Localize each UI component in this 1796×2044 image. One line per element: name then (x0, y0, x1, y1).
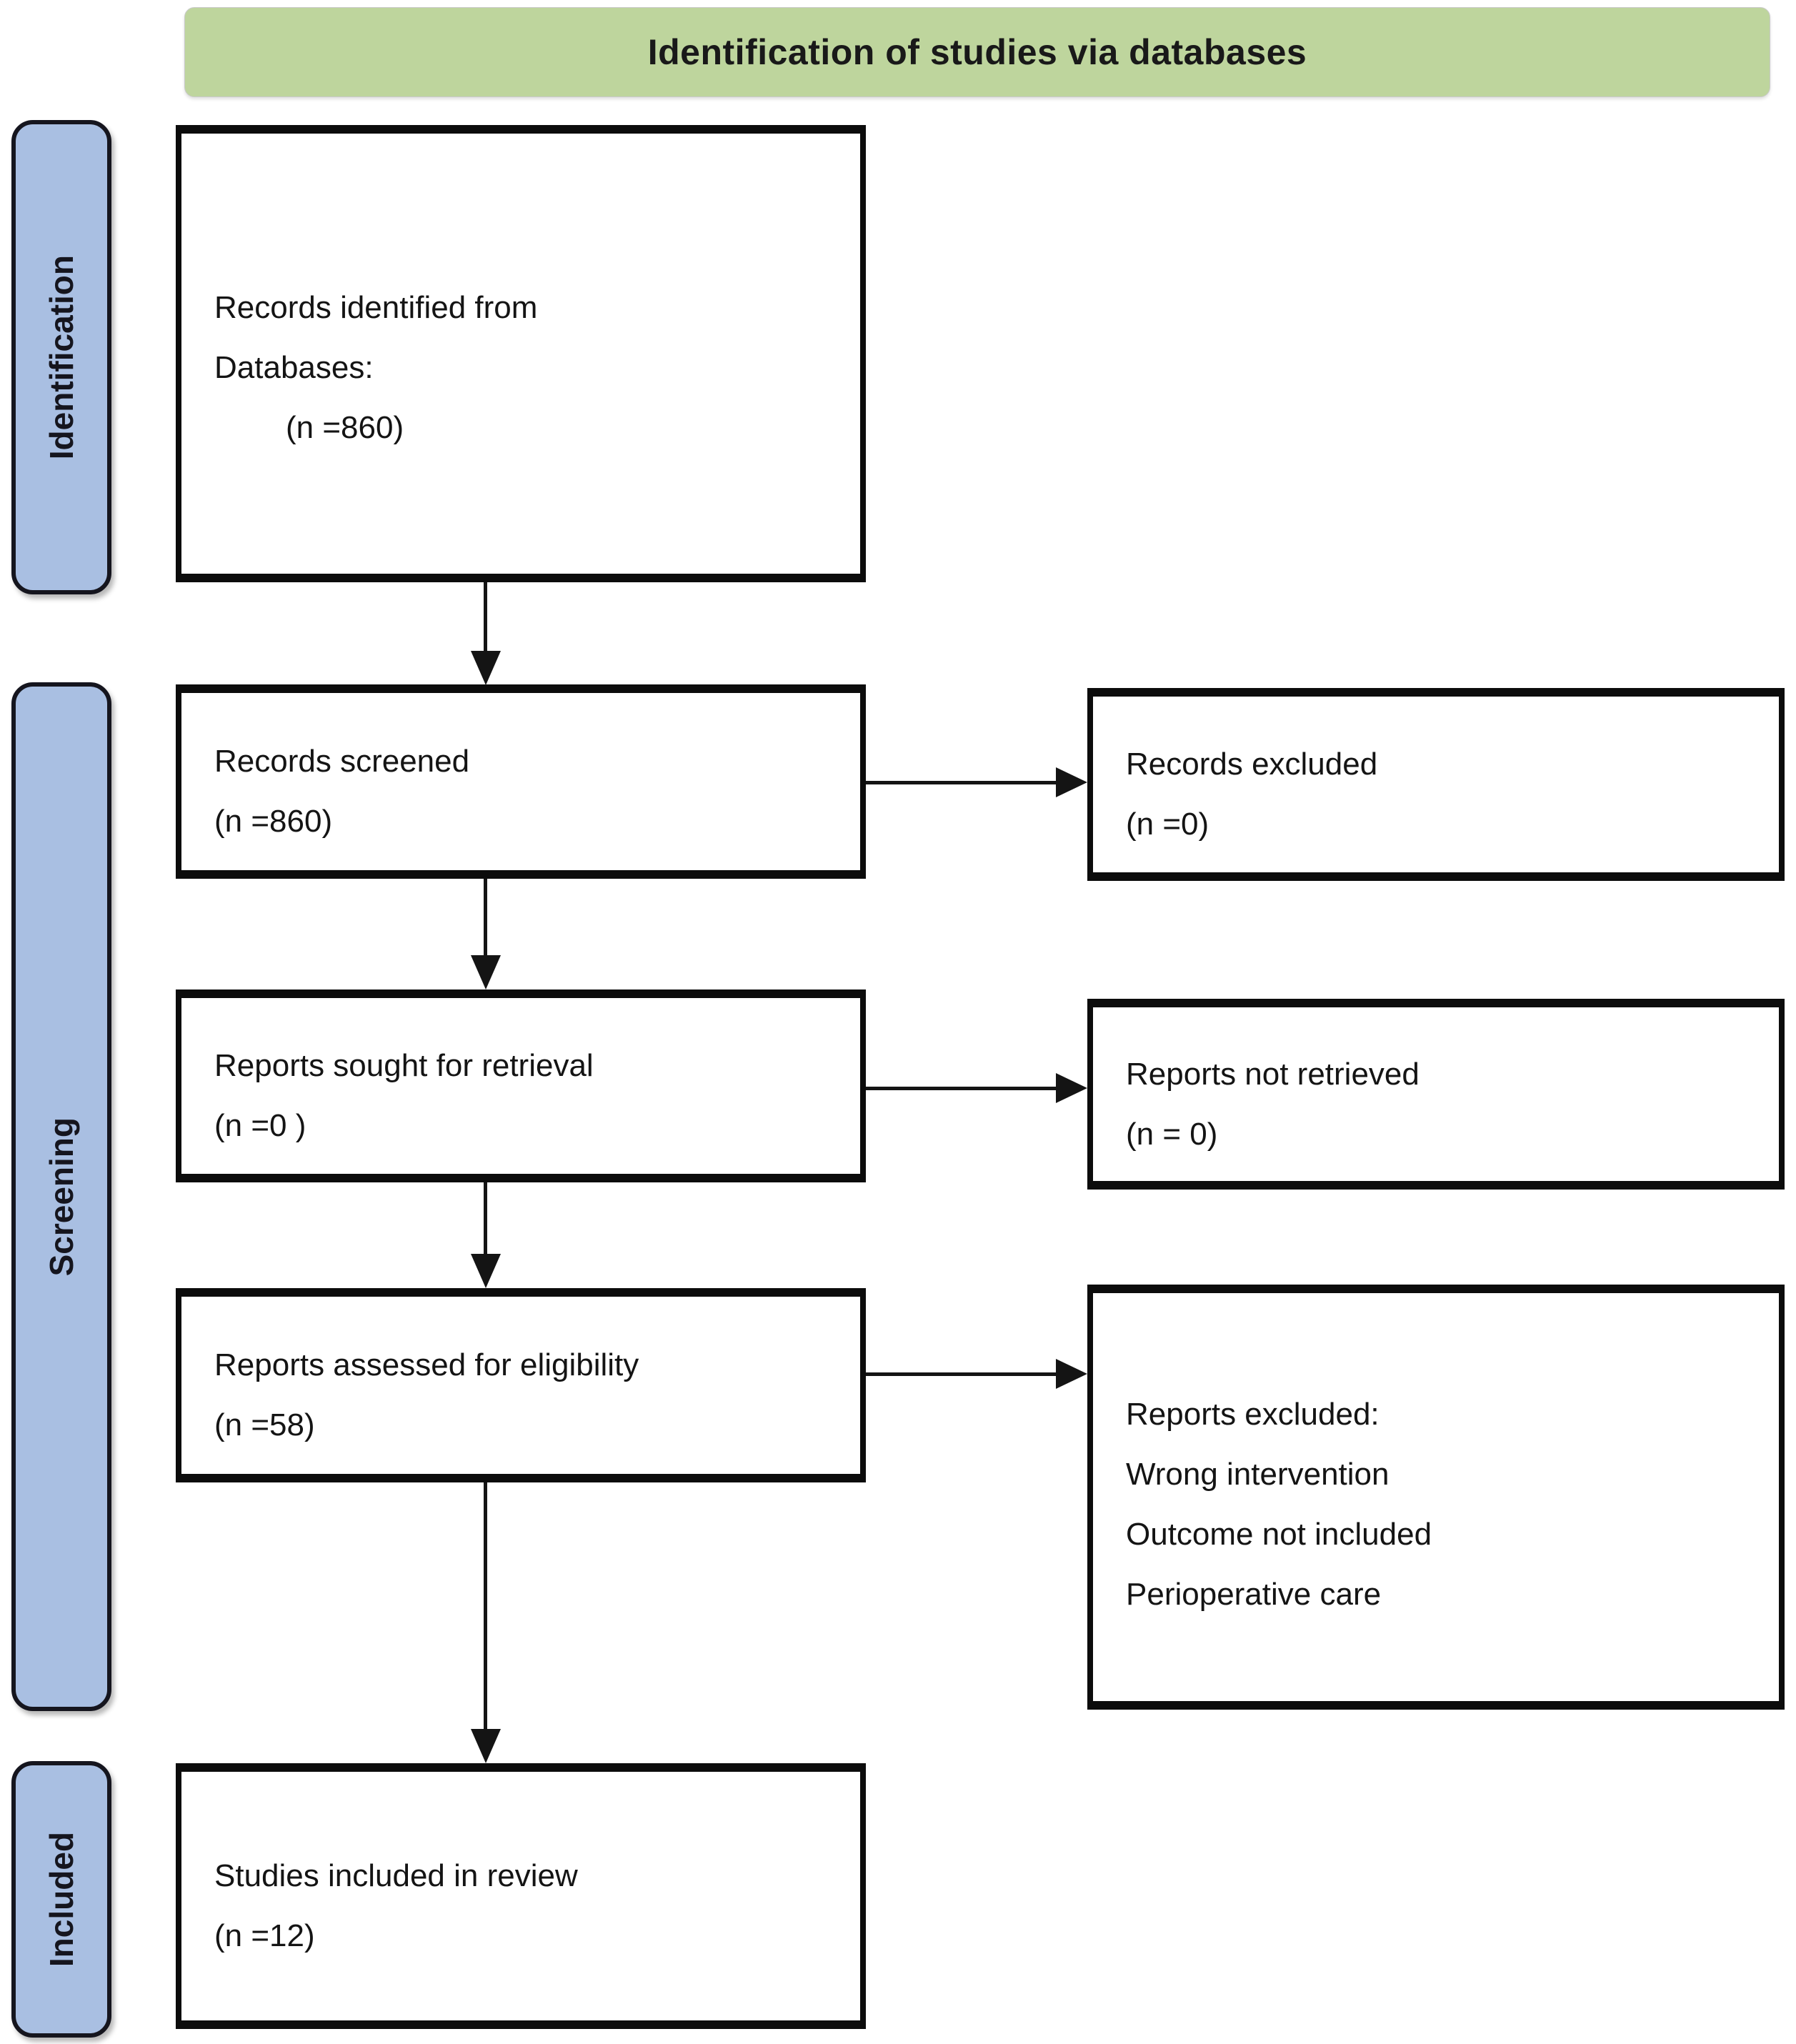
box-text-line: Databases: (214, 350, 374, 385)
box-text-line: Reports excluded: (1126, 1396, 1380, 1432)
box-text-line: (n =12) (214, 1918, 315, 1953)
banner-title: Identification of studies via databases (647, 32, 1307, 72)
arrow-sought-to-assessed-line (484, 1182, 487, 1257)
flow-box-reports-sought: Reports sought for retrieval (n =0 ) (176, 989, 866, 1182)
box-text-line: Outcome not included (1126, 1516, 1432, 1552)
box-text-line: (n =860) (214, 804, 333, 839)
flow-box-reports-assessed: Reports assessed for eligibility (n =58) (176, 1288, 866, 1482)
phase-label-included: Included (11, 1761, 111, 2038)
box-text-line: Perioperative care (1126, 1576, 1382, 1612)
box-text-line: Records screened (214, 744, 470, 779)
arrow-assessed-to-reports-excluded-head-icon (1056, 1359, 1087, 1389)
arrow-sought-to-not-retrieved-line (866, 1087, 1056, 1090)
arrow-identified-to-screened-line (484, 582, 487, 654)
phase-label-text: Identification (43, 254, 80, 460)
box-text-line: Records excluded (1126, 747, 1378, 782)
box-text-line: (n =0) (1126, 807, 1209, 842)
box-text-line: Wrong intervention (1126, 1456, 1390, 1492)
arrow-sought-to-not-retrieved-head-icon (1056, 1073, 1087, 1103)
phase-label-screening: Screening (11, 682, 111, 1711)
arrow-assessed-to-included-head-icon (471, 1729, 501, 1763)
phase-label-text: Screening (43, 1117, 80, 1277)
arrow-screened-to-excluded-line (866, 781, 1056, 784)
arrow-identified-to-screened-head-icon (471, 651, 501, 685)
flow-box-records-screened: Records screened (n =860) (176, 684, 866, 879)
flow-box-records-excluded: Records excluded (n =0) (1087, 688, 1785, 881)
banner-identification-via-databases: Identification of studies via databases (184, 7, 1770, 97)
box-text-line: Reports sought for retrieval (214, 1048, 594, 1083)
arrow-screened-to-sought-head-icon (471, 955, 501, 989)
box-text-line: (n =860) (286, 410, 404, 445)
box-text-line: Studies included in review (214, 1858, 578, 1893)
box-text-line: Reports not retrieved (1126, 1056, 1420, 1092)
arrow-screened-to-sought-line (484, 879, 487, 958)
box-text-line: Records identified from (214, 290, 538, 325)
arrow-screened-to-excluded-head-icon (1056, 767, 1087, 797)
flow-box-records-identified: Records identified from Databases: (n =8… (176, 125, 866, 582)
box-text-line: Reports assessed for eligibility (214, 1347, 639, 1382)
arrow-sought-to-assessed-head-icon (471, 1254, 501, 1288)
flow-box-reports-not-retrieved: Reports not retrieved (n = 0) (1087, 999, 1785, 1190)
phase-label-text: Included (43, 1831, 80, 1968)
phase-label-identification: Identification (11, 120, 111, 594)
flow-box-studies-included: Studies included in review (n =12) (176, 1763, 866, 2029)
arrow-assessed-to-reports-excluded-line (866, 1372, 1056, 1376)
flow-box-reports-excluded: Reports excluded: Wrong intervention Out… (1087, 1285, 1785, 1710)
box-text-line: (n = 0) (1126, 1116, 1218, 1152)
box-text-line: (n =0 ) (214, 1108, 306, 1143)
arrow-assessed-to-included-line (484, 1482, 487, 1732)
box-text-line: (n =58) (214, 1407, 315, 1442)
